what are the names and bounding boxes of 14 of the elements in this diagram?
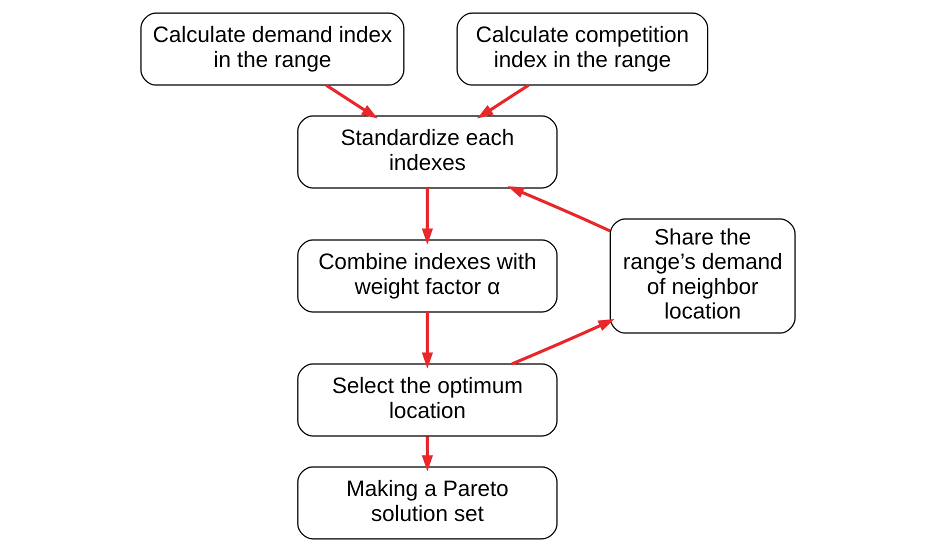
arrow [421,188,433,245]
node-box: Combine indexes with weight factor α [296,239,558,313]
node-box: Standardize each indexes [296,115,558,189]
arrow [476,84,529,119]
arrow [421,312,433,369]
node-box: Select the optimum location [296,363,558,437]
arrow [421,436,433,472]
node-box: Calculate demand index in the range [140,12,404,86]
node-box: Share the range’s demand of neighbor location [609,218,796,334]
node-box: Making a Pareto solution set [296,466,558,540]
arrow [510,319,614,366]
arrow [507,186,610,232]
node-box: Calculate competition index in the range [456,12,708,86]
arrow [324,84,378,119]
